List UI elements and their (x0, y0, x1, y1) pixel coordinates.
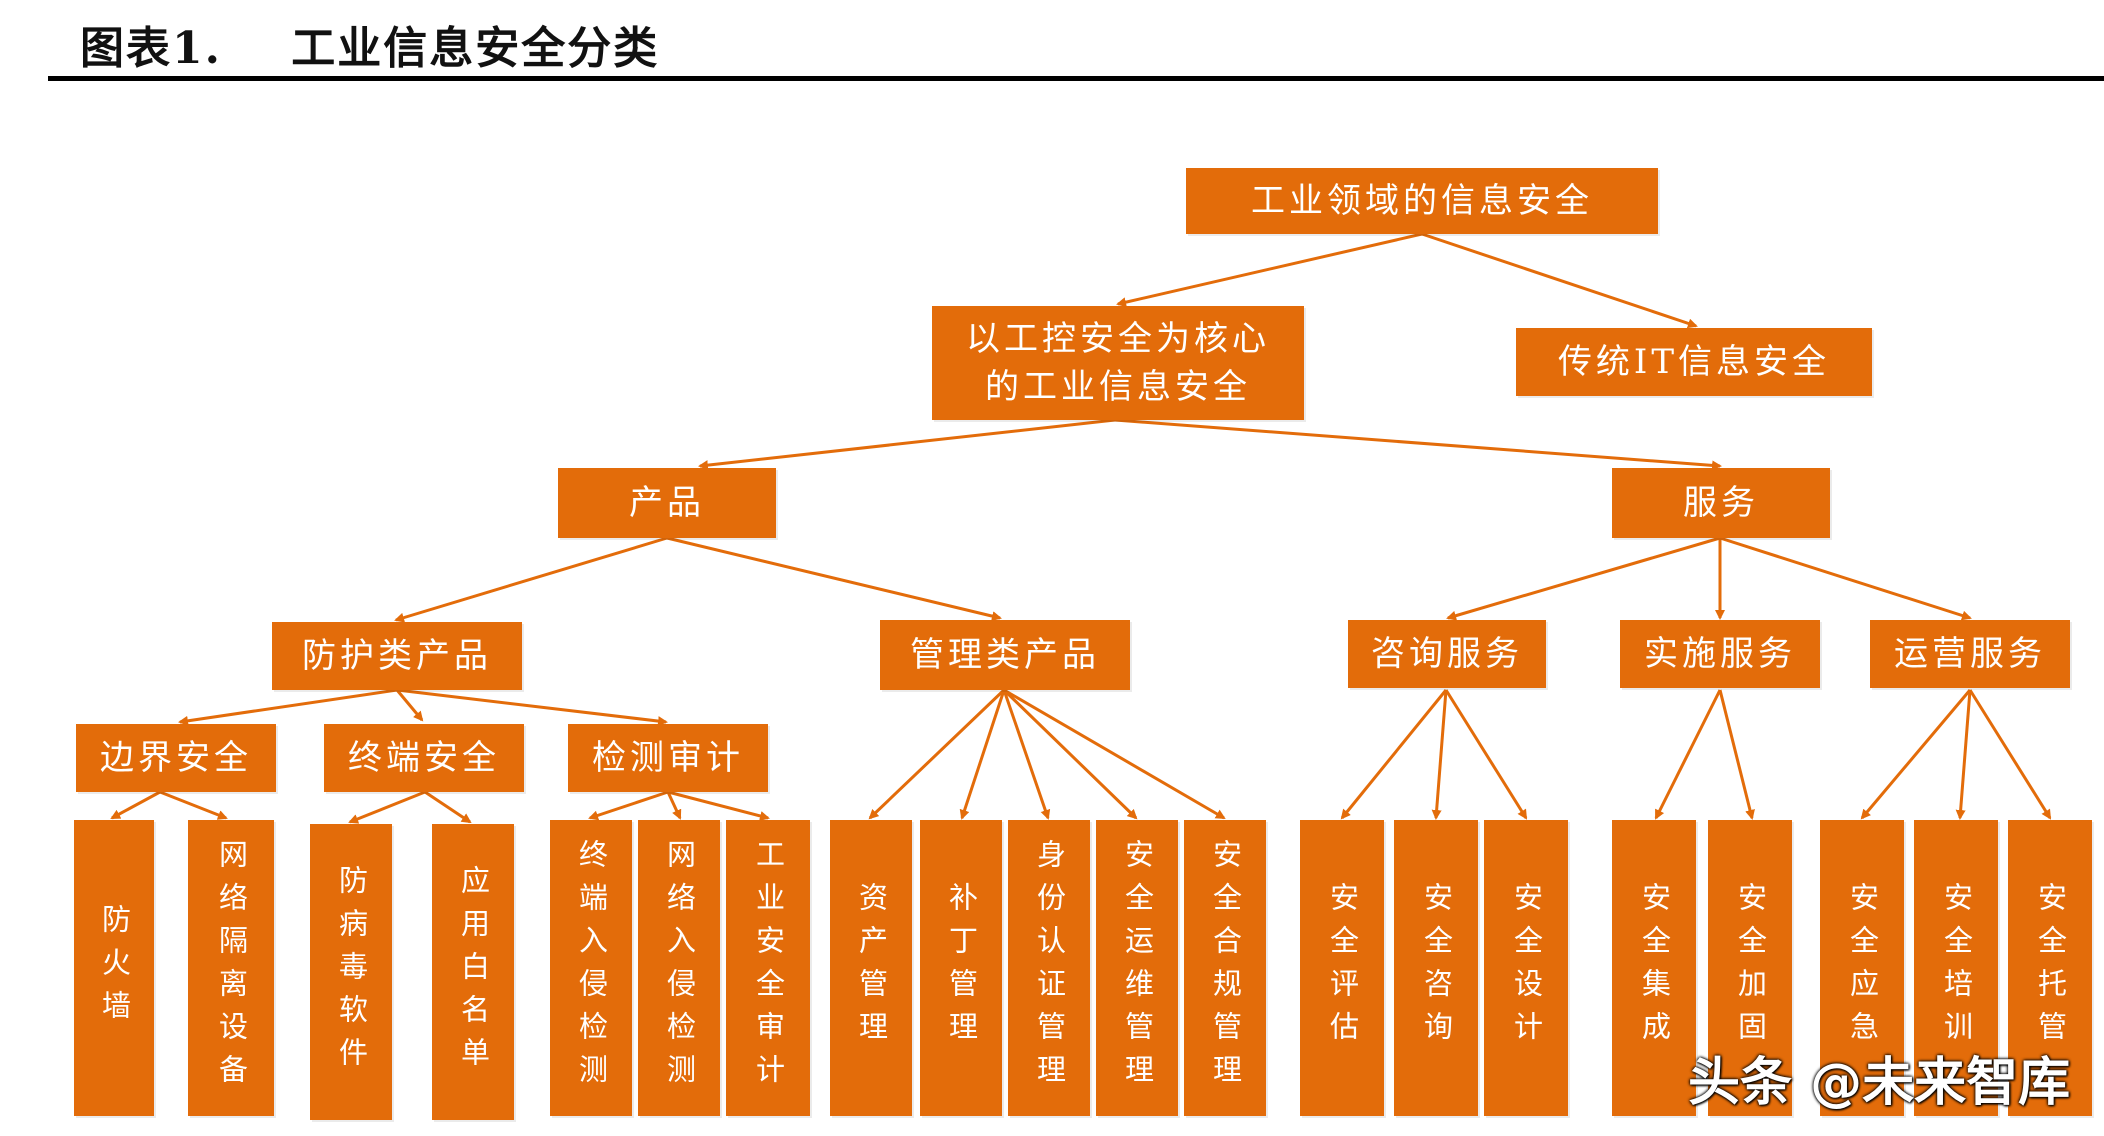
node-protection-products: 防护类产品 (272, 622, 522, 690)
edge-mgmt-patch (959, 689, 1006, 820)
leaf-security-consulting: 安全咨询 (1394, 820, 1478, 1116)
edge-detection-audit (667, 790, 770, 821)
edge-endpoint-whitelist (424, 790, 472, 824)
node-management-products: 管理类产品 (880, 620, 1130, 690)
leaf-security-integration: 安全集成 (1612, 820, 1696, 1116)
edge-ics-services (1114, 418, 1722, 471)
leaf-emergency-response: 安全应急 (1820, 820, 1904, 1116)
edge-consulting-consulting (1431, 689, 1448, 820)
leaf-compliance-mgmt: 安全合规管理 (1184, 820, 1266, 1116)
leaf-patch-mgmt: 补丁管理 (920, 820, 1002, 1116)
node-ics-core: 以工控安全为核心的工业信息安全 (932, 306, 1304, 420)
edge-mgmt-ops (1002, 688, 1138, 820)
edge-protection-detection (396, 688, 668, 727)
edge-ops-training (1955, 689, 1972, 820)
edge-detection-eids (588, 790, 669, 821)
node-products: 产品 (558, 468, 776, 538)
node-traditional-it: 传统IT信息安全 (1516, 328, 1872, 396)
edge-ops-emergency (1860, 689, 1972, 820)
leaf-ics-audit: 工业安全审计 (726, 820, 810, 1116)
leaf-network-isolation: 网络隔离设备 (188, 820, 274, 1116)
leaf-app-whitelist: 应用白名单 (432, 824, 514, 1120)
edge-endpoint-antivirus (348, 790, 426, 824)
edge-root-it (1421, 232, 1698, 329)
watermark: 头条 @未来智库 (1688, 1053, 2071, 1113)
edge-root-ics (1116, 232, 1423, 308)
leaf-security-hosting: 安全托管 (2008, 820, 2092, 1116)
leaf-antivirus: 防病毒软件 (310, 824, 392, 1120)
node-consulting-services: 咨询服务 (1348, 620, 1546, 688)
edge-boundary-firewall (110, 790, 161, 820)
edge-services-consulting (1446, 536, 1721, 621)
edge-products-protection (394, 536, 668, 623)
leaf-asset-mgmt: 资产管理 (830, 820, 912, 1116)
leaf-security-design: 安全设计 (1484, 820, 1568, 1116)
node-detection-audit: 检测审计 (568, 724, 768, 792)
node-boundary-security: 边界安全 (76, 724, 276, 792)
leaf-identity-mgmt: 身份认证管理 (1008, 820, 1090, 1116)
edge-products-management (666, 536, 1002, 621)
leaf-firewall: 防火墙 (74, 820, 154, 1116)
edge-detection-nids (666, 791, 682, 820)
edge-mgmt-identity (1002, 689, 1051, 820)
edge-impl-hardening (1718, 689, 1755, 820)
leaf-security-hardening: 安全加固 (1708, 820, 1792, 1116)
edge-mgmt-compliance (1003, 688, 1226, 820)
title-rule (48, 76, 2104, 81)
node-root: 工业领域的信息安全 (1186, 168, 1658, 234)
node-operation-services: 运营服务 (1870, 620, 2070, 688)
figure-title: 图表1. 工业信息安全分类 (80, 23, 660, 74)
edge-services-operation (1719, 536, 1972, 621)
edge-mgmt-asset (868, 688, 1006, 820)
edge-consulting-assessment (1340, 689, 1448, 820)
node-endpoint-security: 终端安全 (324, 724, 524, 792)
leaf-security-assessment: 安全评估 (1300, 820, 1384, 1116)
leaf-endpoint-ids: 终端入侵检测 (550, 820, 632, 1116)
edge-impl-integration (1654, 689, 1722, 820)
edge-consulting-design (1444, 689, 1528, 820)
edge-protection-boundary (178, 688, 398, 726)
leaf-network-ids: 网络入侵检测 (638, 820, 720, 1116)
edge-boundary-isolation (159, 790, 228, 820)
edge-ops-hosting (1968, 689, 2052, 820)
node-implementation-services: 实施服务 (1620, 620, 1820, 688)
leaf-security-training: 安全培训 (1914, 820, 1998, 1116)
edge-protection-endpoint (395, 689, 424, 722)
edge-ics-products (698, 418, 1116, 471)
node-services: 服务 (1612, 468, 1830, 538)
leaf-ops-mgmt: 安全运维管理 (1096, 820, 1178, 1116)
